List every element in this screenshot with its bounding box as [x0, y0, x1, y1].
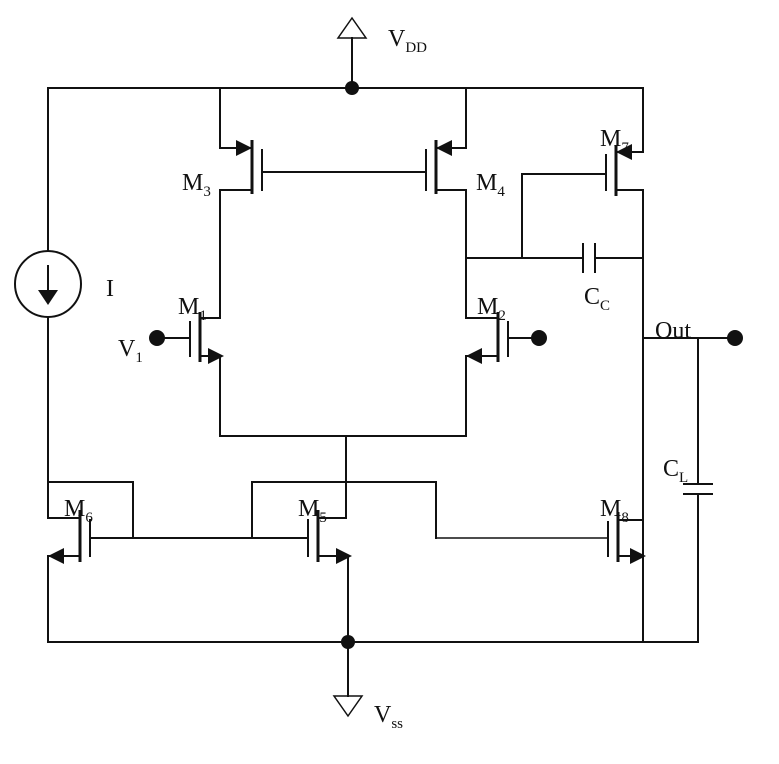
vss-label: Vss — [374, 702, 403, 732]
output-node — [642, 330, 743, 346]
transistor-m7 — [521, 87, 644, 643]
v1-label: V1 — [118, 336, 143, 366]
m7-label: M7 — [600, 126, 629, 156]
m1-label: M1 — [178, 294, 207, 324]
vdd-supply-symbol — [336, 16, 368, 39]
transistor-m8 — [435, 481, 646, 564]
capacitor-cc — [465, 243, 644, 273]
m8-label: M8 — [600, 496, 629, 526]
v2-input-terminal — [531, 330, 547, 346]
vdd-node-dot — [345, 81, 359, 95]
vdd-rail — [47, 16, 644, 95]
m6-label: M6 — [64, 496, 93, 526]
transistor-m4 — [425, 87, 467, 319]
m4-label: M4 — [476, 170, 505, 200]
transistor-m3 — [219, 87, 263, 319]
v1-input-terminal — [149, 330, 165, 346]
capacitor-cl — [683, 337, 713, 643]
out-terminal — [727, 330, 743, 346]
m2-label: M2 — [477, 294, 506, 324]
vss-ground-symbol — [332, 695, 364, 718]
transistor-m2 — [465, 312, 547, 437]
vss-rail — [47, 635, 699, 718]
m3-label: M3 — [182, 170, 211, 200]
current-source-label: I — [106, 276, 114, 302]
transistor-m1 — [149, 312, 224, 437]
m5-label: M5 — [298, 496, 327, 526]
vdd-label: VDD — [388, 26, 427, 56]
out-label: Out — [655, 318, 691, 344]
current-source-i — [14, 87, 82, 483]
transistor-m5 — [251, 481, 437, 643]
down-arrow-icon — [38, 290, 58, 305]
transistor-m6 — [47, 481, 134, 643]
cl-label: CL — [663, 456, 688, 486]
cc-label: CC — [584, 284, 610, 314]
